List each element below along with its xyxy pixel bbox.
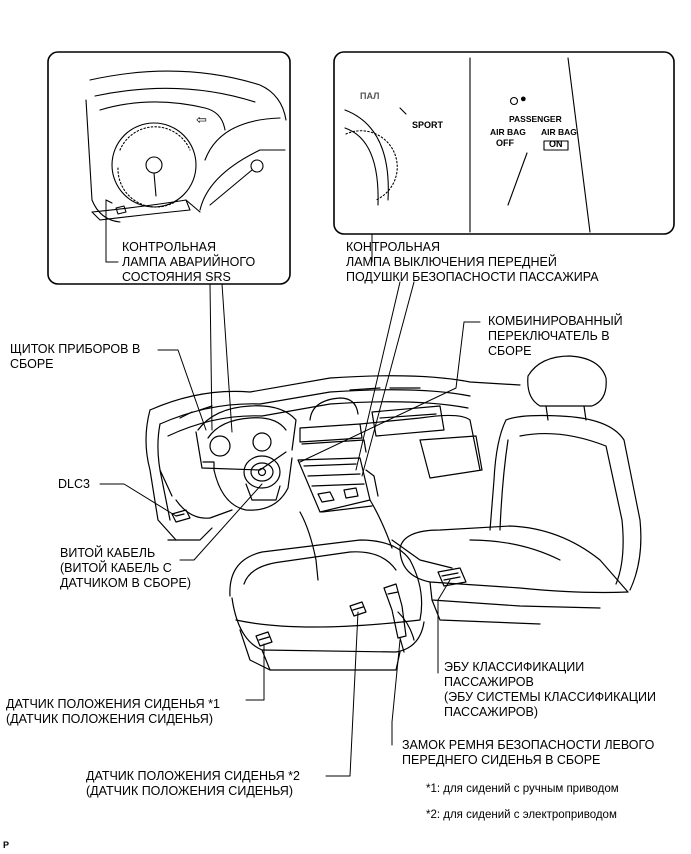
inset-left-arrow-mark: ⇦ [196, 112, 207, 127]
label-srs-warning-lamp: КОНТРОЛЬНАЯ ЛАМПА АВАРИЙНОГО СОСТОЯНИЯ S… [122, 240, 256, 284]
label-dlc3: DLC3 [58, 477, 90, 491]
label-occupant-classification-ecu: ЭБУ КЛАССИФИКАЦИИ ПАССАЖИРОВ (ЭБУ СИСТЕМ… [444, 660, 656, 719]
passenger-label: PASSENGER [509, 114, 562, 124]
gauge-text-sport: SPORT [412, 120, 444, 130]
inset-indicator-drawing [344, 57, 591, 233]
corner-mark: P [3, 840, 10, 850]
driver-seat-drawing [229, 539, 425, 671]
footnote-1: *1: для сидений с ручным приводом [426, 783, 619, 795]
airbag-on-label-2: ON [549, 139, 563, 149]
passenger-seat-drawing [399, 355, 642, 625]
label-seat-position-sensor-1: ДАТЧИК ПОЛОЖЕНИЯ СИДЕНЬЯ *1 (ДАТЧИК ПОЛО… [6, 697, 220, 726]
airbag-off-label-1: AIR BAG [490, 127, 526, 137]
footnote-2: *2: для сидений с электроприводом [426, 809, 617, 821]
airbag-on-label-1: AIR BAG [541, 127, 577, 137]
leader-lines [99, 199, 481, 777]
gauge-text-range: ПАЛ [360, 91, 380, 101]
label-combination-meter: ЩИТОК ПРИБОРОВ В СБОРЕ [10, 342, 141, 371]
inset-meter-frame [47, 51, 291, 285]
passenger-airbag-icon: ● [520, 93, 527, 105]
label-spiral-cable: ВИТОЙ КАБЕЛЬ (ВИТОЙ КАБЕЛЬ С ДАТЧИКОМ В … [60, 546, 191, 590]
instrument-panel-drawing [145, 375, 521, 581]
label-passenger-airbag-lamp: КОНТРОЛЬНАЯ ЛАМПА ВЫКЛЮЧЕНИЯ ПЕРЕДНЕЙ ПО… [346, 240, 599, 284]
label-seat-position-sensor-2: ДАТЧИК ПОЛОЖЕНИЯ СИДЕНЬЯ *2 (ДАТЧИК ПОЛО… [86, 769, 300, 798]
label-combination-switch: КОМБИНИРОВАННЫЙ ПЕРЕКЛЮЧАТЕЛЬ В СБОРЕ [488, 314, 623, 358]
label-seat-belt-buckle: ЗАМОК РЕМНЯ БЕЗОПАСНОСТИ ЛЕВОГО ПЕРЕДНЕГ… [402, 738, 655, 767]
airbag-off-label-2: OFF [496, 138, 514, 148]
inset-meter-drawing [85, 70, 287, 223]
inset-indicator-frame [333, 51, 675, 235]
